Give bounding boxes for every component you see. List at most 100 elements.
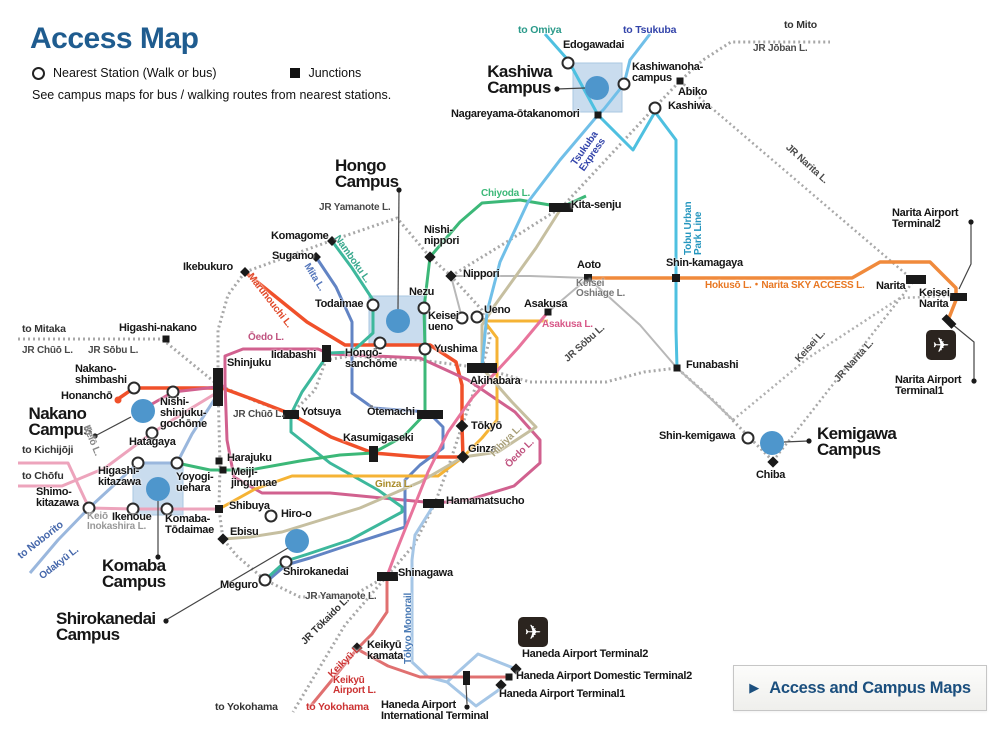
station-label-nishi-nippori: Nishi-nippori — [424, 224, 460, 247]
station-label-kita-senju: Kita-senju — [571, 199, 622, 211]
station-marker-akihabara — [467, 363, 497, 373]
station-marker-tokyo — [455, 419, 469, 433]
station-marker-nakano-shimbashi — [127, 381, 141, 395]
line-label-to-mito: to Mito — [784, 19, 818, 31]
station-marker-nishi-shinjuku-gochome — [166, 385, 180, 399]
line-label-jr-narita-northeast: JR Narita L. — [783, 142, 831, 187]
station-label-ikenoue: Ikenoue — [112, 511, 152, 523]
rail-line-jr-joban — [450, 40, 830, 278]
station-marker-shibuya — [215, 505, 223, 513]
station-label-meguro: Meguro — [220, 579, 258, 591]
station-label-hiro-o: Hiro-o — [281, 508, 312, 520]
station-marker-keisei-ueno — [455, 311, 469, 325]
rail-line-asakusa-line — [385, 311, 550, 577]
station-marker-komaba-campus-anchor — [155, 554, 161, 560]
haneda-airport-icon-glyph: ✈ — [525, 622, 542, 644]
line-label-to-tsukuba: to Tsukuba — [623, 24, 677, 36]
station-label-nezu: Nezu — [409, 286, 435, 298]
station-label-kasumigaseki: Kasumigaseki — [343, 432, 414, 444]
station-marker-aoto — [584, 274, 592, 282]
station-label-nishi-shinjuku-gochome: Nishi-shinjuku-gochōme — [160, 396, 207, 430]
line-label-to-mitaka: to Mitaka — [22, 323, 66, 335]
station-marker-abiko — [676, 77, 684, 85]
station-marker-shinagawa — [377, 572, 398, 581]
rail-line-monorail-b — [446, 680, 504, 708]
station-marker-komagome — [327, 236, 337, 246]
line-label-jr-yamanote-south: JR Yamanote L. — [305, 591, 377, 602]
station-label-higashi-nakano: Higashi-nakano — [119, 322, 197, 334]
station-marker-narita-t2-anchor — [968, 219, 974, 225]
station-label-yoyogi-uehara: Yoyogi-uehara — [176, 471, 214, 494]
station-marker-shimo-kitazawa — [82, 501, 96, 515]
station-label-kashiwa: Kashiwa — [668, 100, 711, 112]
line-label-chiyoda-line: Chiyoda L. — [481, 188, 531, 199]
rail-line-jr-sobu-east — [481, 366, 775, 463]
rail-line-namboku — [264, 240, 404, 581]
station-marker-haneda-international — [463, 671, 470, 685]
station-label-otemachi: Ōtemachi — [367, 406, 415, 418]
line-label-jr-tokaido: JR Tōkaido L. — [299, 594, 352, 648]
station-label-hamamatsucho: Hamamatsucho — [446, 495, 525, 507]
rail-line-oedo — [223, 347, 542, 505]
rail-line-mita — [264, 256, 445, 585]
station-marker-nishi-nippori — [424, 251, 436, 263]
station-marker-ebisu — [217, 533, 229, 545]
station-marker-sugamo — [311, 252, 321, 262]
rail-line-keisei-oshiage — [547, 277, 589, 313]
connector-shirokanedai-campus — [165, 547, 289, 621]
narita-airport-icon-glyph: ✈ — [933, 335, 950, 357]
station-label-yushima: Yushima — [434, 343, 478, 355]
station-label-harajuku: Harajuku — [227, 452, 272, 464]
station-marker-ikenoue — [126, 502, 140, 516]
station-marker-hongo-campus-anchor — [396, 187, 402, 193]
haneda-airport-icon — [518, 617, 548, 647]
station-marker-harajuku — [215, 457, 223, 465]
access-and-campus-maps-button[interactable]: ▶ Access and Campus Maps — [733, 665, 987, 711]
station-label-higashi-kitazawa: Higashi-kitazawa — [98, 465, 141, 488]
station-marker-haneda-terminal1 — [495, 679, 507, 691]
line-label-ginza-line: Ginza L. — [375, 479, 413, 490]
legend: Nearest Station (Walk or bus) Junctions — [32, 66, 361, 80]
campus-marker-kemigawa — [760, 431, 784, 455]
line-label-namboku-line: Namboku L. — [331, 233, 373, 285]
station-label-edogawadai: Edogawadai — [563, 39, 625, 51]
station-marker-ikebukuro — [240, 267, 250, 277]
station-marker-honancho-terminus — [114, 396, 122, 404]
station-label-tokyo: Tōkyō — [471, 420, 502, 432]
station-label-hongo-sanchome: Hongō-sanchōme — [345, 347, 398, 370]
station-label-ginza-st: Ginza — [468, 443, 497, 455]
page-title: Access Map — [30, 22, 199, 55]
line-label-to-yokohama-keikyu: to Yokohama — [306, 701, 369, 713]
station-label-shin-kemigawa: Shin-kemigawa — [659, 430, 736, 442]
connector-kemigawa-campus — [783, 440, 809, 443]
line-label-oedo-line-top: Ōedo L. — [248, 332, 284, 343]
rail-line-keisei-main — [450, 275, 734, 421]
station-label-shibuya: Shibuya — [229, 500, 270, 512]
campus-marker-shirokanedai — [285, 529, 309, 553]
station-marker-higashi-nakano — [162, 335, 170, 343]
station-marker-narita — [906, 275, 926, 284]
station-label-shin-kamagaya: Shin-kamagaya — [666, 257, 743, 269]
play-arrow-icon: ▶ — [749, 680, 760, 695]
rail-line-jr-yamanote — [216, 216, 492, 599]
line-label-tokyo-monorail: Tōkyo Monorail — [403, 592, 414, 664]
station-marker-kasumigaseki — [369, 446, 378, 462]
station-marker-edogawadai — [561, 56, 575, 70]
station-label-nakano-shimbashi: Nakano-shimbashi — [75, 363, 127, 386]
access-and-campus-maps-label: Access and Campus Maps — [769, 678, 971, 697]
station-marker-iidabashi — [322, 345, 331, 362]
junction-legend-icon — [290, 68, 301, 78]
line-label-to-chofu: to Chōfu — [22, 470, 64, 482]
station-marker-meguro — [258, 573, 272, 587]
station-marker-todaimae — [366, 298, 380, 312]
station-label-narita: Narita — [876, 280, 906, 292]
narita-airport-icon — [926, 330, 956, 360]
line-label-jr-sobu-west: JR Sōbu L. — [88, 345, 139, 356]
